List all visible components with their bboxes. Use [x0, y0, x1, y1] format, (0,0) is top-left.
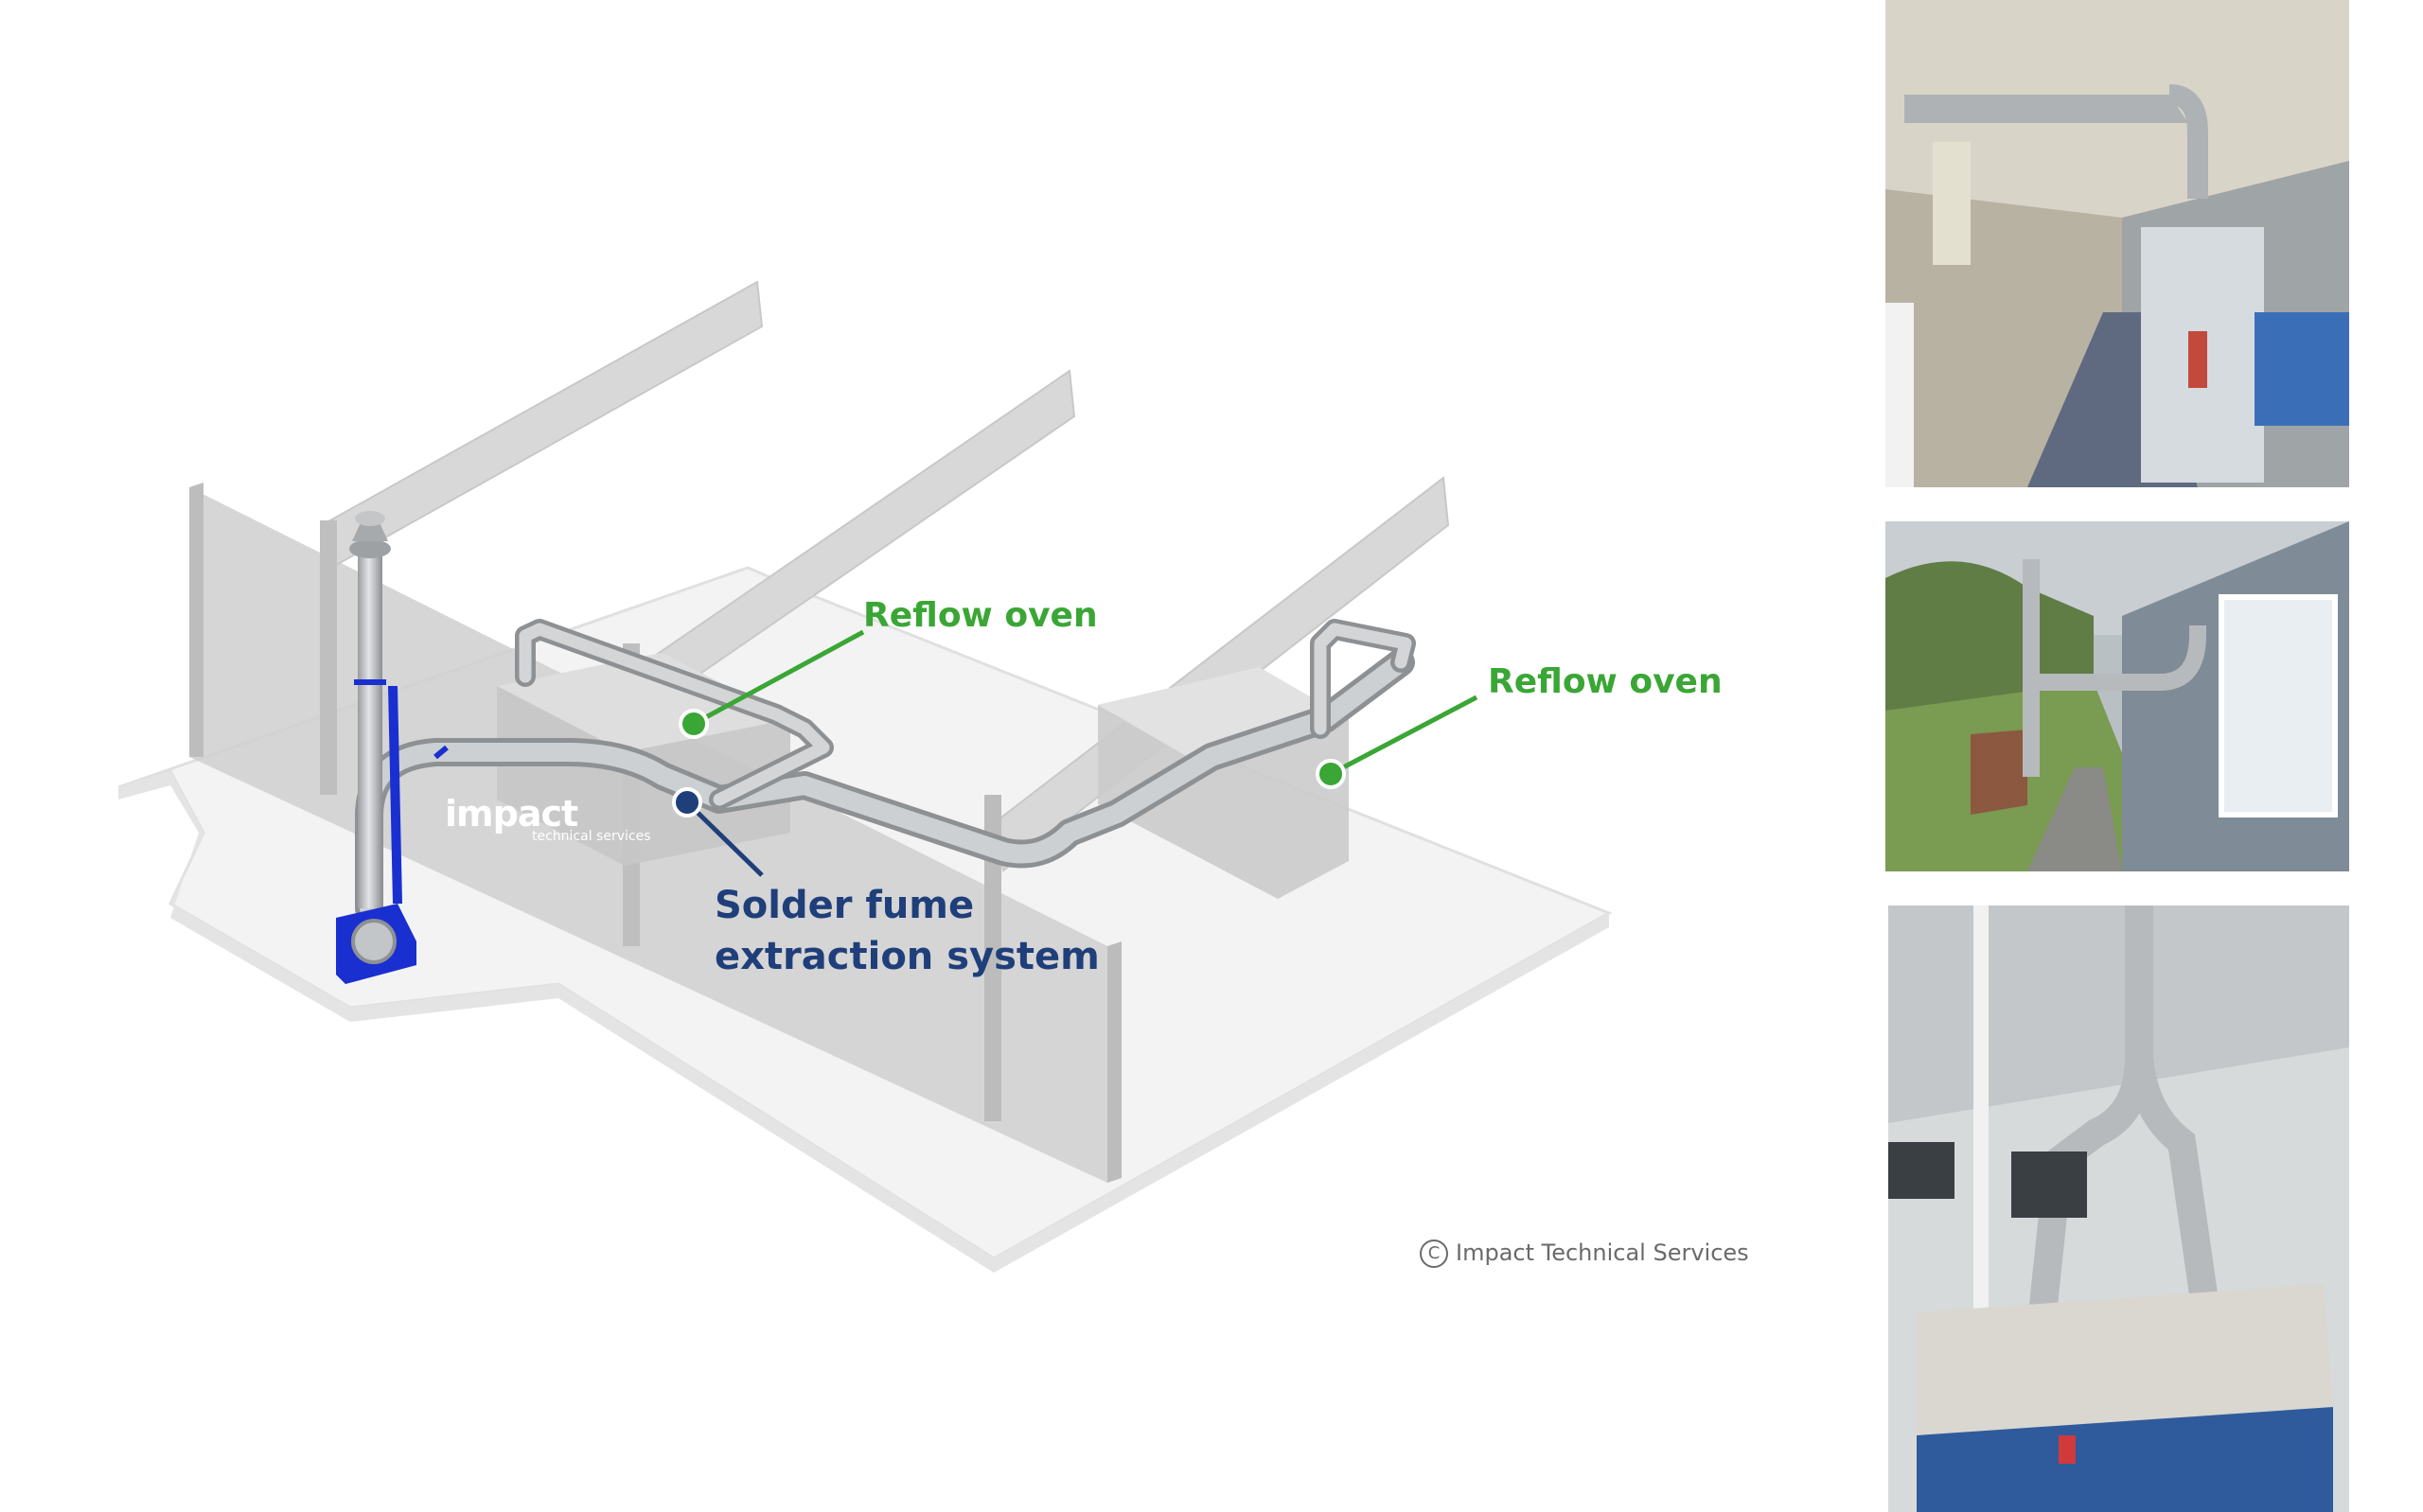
logo-tagline: technical services [532, 829, 651, 844]
reflow-oven-label-2: Reflow oven [1488, 662, 1723, 701]
reflow-oven-label-1: Reflow oven [863, 596, 1098, 635]
extraction-label-line1: Solder fume [715, 884, 975, 927]
factory-corridor-photo [1885, 0, 2349, 487]
extraction-system-label: Solder fume extraction system [715, 880, 1100, 982]
exhaust-stack [349, 511, 391, 908]
logo-name: impact [445, 793, 578, 835]
callout-reflow-oven-1 [679, 629, 865, 739]
extraction-label-line2: extraction system [715, 935, 1100, 978]
impact-logo: impact technical services [445, 793, 651, 844]
callout-extraction-system [672, 787, 764, 877]
isometric-duct-diagram [117, 280, 1613, 1273]
outdoor-exhaust-stack-photo [1885, 521, 2349, 871]
callout-reflow-oven-2 [1316, 694, 1478, 789]
copyright-icon: C [1420, 1239, 1448, 1268]
extraction-fan [336, 686, 449, 984]
copyright-text: Impact Technical Services [1456, 1239, 1749, 1266]
duct-network [355, 619, 1416, 923]
copyright-notice: C Impact Technical Services [1420, 1239, 1749, 1268]
reflow-oven-ducting-photo [1888, 905, 2349, 1512]
